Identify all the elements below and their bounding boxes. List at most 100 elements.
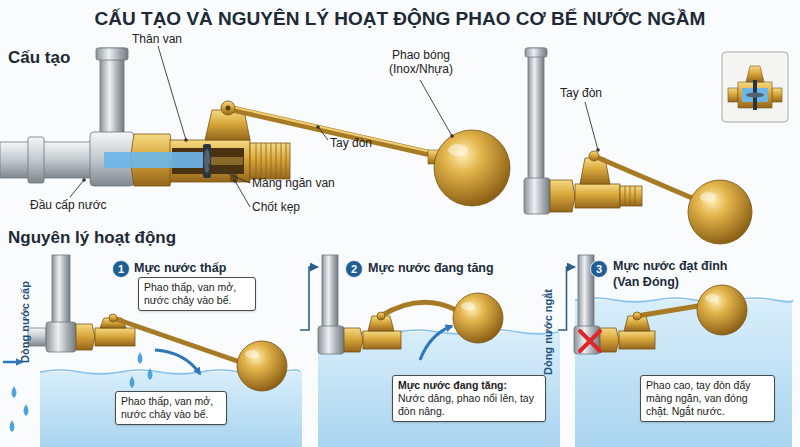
rising-water-scene — [377, 312, 385, 320]
badge-circle — [346, 261, 363, 278]
water-drop — [130, 376, 135, 388]
float-valve-cutaway — [434, 130, 510, 206]
step-panel: 3Phao cao, tay đòn đẩy màng ngăn, van đó… — [575, 255, 792, 443]
part-label: Màng ngăn van — [252, 176, 335, 190]
flow-arrow — [3, 350, 200, 374]
low-water-scene — [95, 328, 135, 346]
float-valve-exterior — [594, 156, 692, 198]
step-number-badge: 3 — [590, 260, 608, 278]
step-heading: Mực nước đang tăng — [368, 261, 494, 277]
leader-dot — [82, 178, 86, 182]
note-text: Nước dâng, phao nổi lên, tay đòn nâng. — [398, 392, 540, 418]
inset-detail — [746, 66, 764, 82]
float-valve-exterior — [700, 192, 716, 202]
leader-dot — [450, 134, 454, 138]
float-valve-cutaway — [221, 101, 235, 115]
low-water-scene — [28, 255, 302, 447]
float-valve-exterior — [688, 180, 752, 244]
low-water-scene — [245, 350, 259, 358]
float-valve-exterior — [550, 180, 575, 212]
leader-line — [158, 46, 186, 140]
step-number: 2 — [345, 260, 363, 278]
rising-water-scene — [322, 255, 338, 330]
float-valve-exterior — [575, 184, 620, 208]
step-heading: Mực nước đạt đỉnh (Van Đóng) — [613, 259, 738, 290]
leader-line — [70, 180, 84, 197]
step-panel: 2Mực nước đang tăng:Nước dâng, phao nổi … — [318, 255, 558, 443]
low-water-scene — [76, 324, 95, 350]
diagram-title: CẤU TẠO VÀ NGUYÊN LÝ HOẠT ĐỘNG PHAO CƠ B… — [0, 8, 800, 30]
full-water-scene — [697, 285, 747, 335]
step-panel: 1Phao thấp, van mở, nước chảy vào bể. Pha… — [8, 255, 300, 443]
float-valve-exterior — [524, 48, 752, 244]
part-label: Chốt kẹp — [252, 200, 300, 214]
full-water-scene — [574, 255, 792, 447]
leader-line — [318, 127, 328, 140]
leader-dot — [233, 179, 237, 183]
inset-detail — [772, 88, 782, 102]
float-valve-exterior — [625, 186, 635, 206]
float-valve-exterior — [525, 48, 547, 57]
float-valve-cutaway — [228, 106, 440, 154]
leader-line — [420, 80, 452, 136]
float-valve-exterior — [589, 151, 599, 161]
low-water-scene — [109, 314, 117, 322]
inset-detail — [728, 88, 738, 102]
note-heading: Mực nước đang tăng: — [398, 379, 540, 392]
flow-arrow — [155, 350, 200, 374]
note-box: Phao thấp, van mở, nước chảy vào bể. — [115, 391, 227, 425]
float-valve-cutaway — [96, 48, 128, 60]
flow-arrow — [3, 361, 22, 364]
callout-box: Phao thấp, van mở, nước chảy vào bể. — [138, 277, 256, 311]
callout-text: Phao thấp, van mở, nước chảy vào bể. — [144, 281, 250, 307]
leader-dot — [596, 148, 600, 152]
rising-water-scene — [363, 331, 401, 349]
note-box: Mực nước đang tăng:Nước dâng, phao nổi l… — [392, 375, 546, 422]
flow-connector — [558, 267, 575, 330]
leader-dot — [316, 125, 320, 129]
leader-line — [210, 166, 250, 183]
full-water-scene — [575, 300, 792, 447]
part-label: Thân van — [132, 32, 182, 46]
float-valve-cutaway — [104, 152, 204, 168]
rising-water-scene — [420, 326, 452, 360]
full-water-scene — [705, 294, 719, 302]
part-label: Đầu cấp nước — [30, 198, 107, 212]
float-valve-exterior — [524, 178, 550, 214]
low-water-scene — [46, 322, 76, 352]
note-box: Phao cao, tay đòn đẩy màng ngăn, van đón… — [640, 375, 775, 422]
flow-label: Dòng nước cấp — [19, 281, 32, 363]
stop-cross — [580, 331, 600, 351]
full-water-scene — [633, 312, 641, 320]
water-drop — [10, 420, 15, 432]
section-heading: Nguyên lý hoạt động — [8, 228, 176, 248]
float-valve-cutaway — [250, 143, 290, 179]
part-label: Phao bóng (Inox/Nhựa) — [383, 48, 459, 77]
leader-dot — [82, 125, 600, 183]
inset-detail — [722, 52, 788, 122]
badge-circle — [113, 261, 130, 278]
rising-water-scene — [318, 326, 344, 354]
low-water-scene — [237, 341, 287, 391]
full-water-scene — [574, 326, 600, 354]
leader-dot — [184, 138, 188, 142]
float-valve-exterior — [620, 186, 642, 206]
float-valve-cutaway — [226, 106, 231, 111]
rising-water-scene — [461, 302, 475, 310]
part-label: Tay đòn — [560, 86, 602, 100]
stop-cross — [580, 331, 600, 351]
step-number: 1 — [112, 260, 130, 278]
leader-line — [585, 102, 598, 150]
note-text: Phao cao, tay đòn đẩy màng ngăn, van đón… — [646, 379, 769, 418]
float-valve-exterior — [528, 48, 544, 188]
float-valve-cutaway — [0, 48, 510, 206]
full-water-scene — [575, 298, 792, 302]
rising-water-scene — [318, 255, 560, 447]
float-valve-cutaway — [448, 144, 468, 156]
full-water-scene — [637, 306, 698, 316]
rising-water-scene — [453, 293, 503, 343]
float-valve-cutaway — [100, 48, 124, 143]
step-number-badge: 1 — [112, 260, 130, 278]
